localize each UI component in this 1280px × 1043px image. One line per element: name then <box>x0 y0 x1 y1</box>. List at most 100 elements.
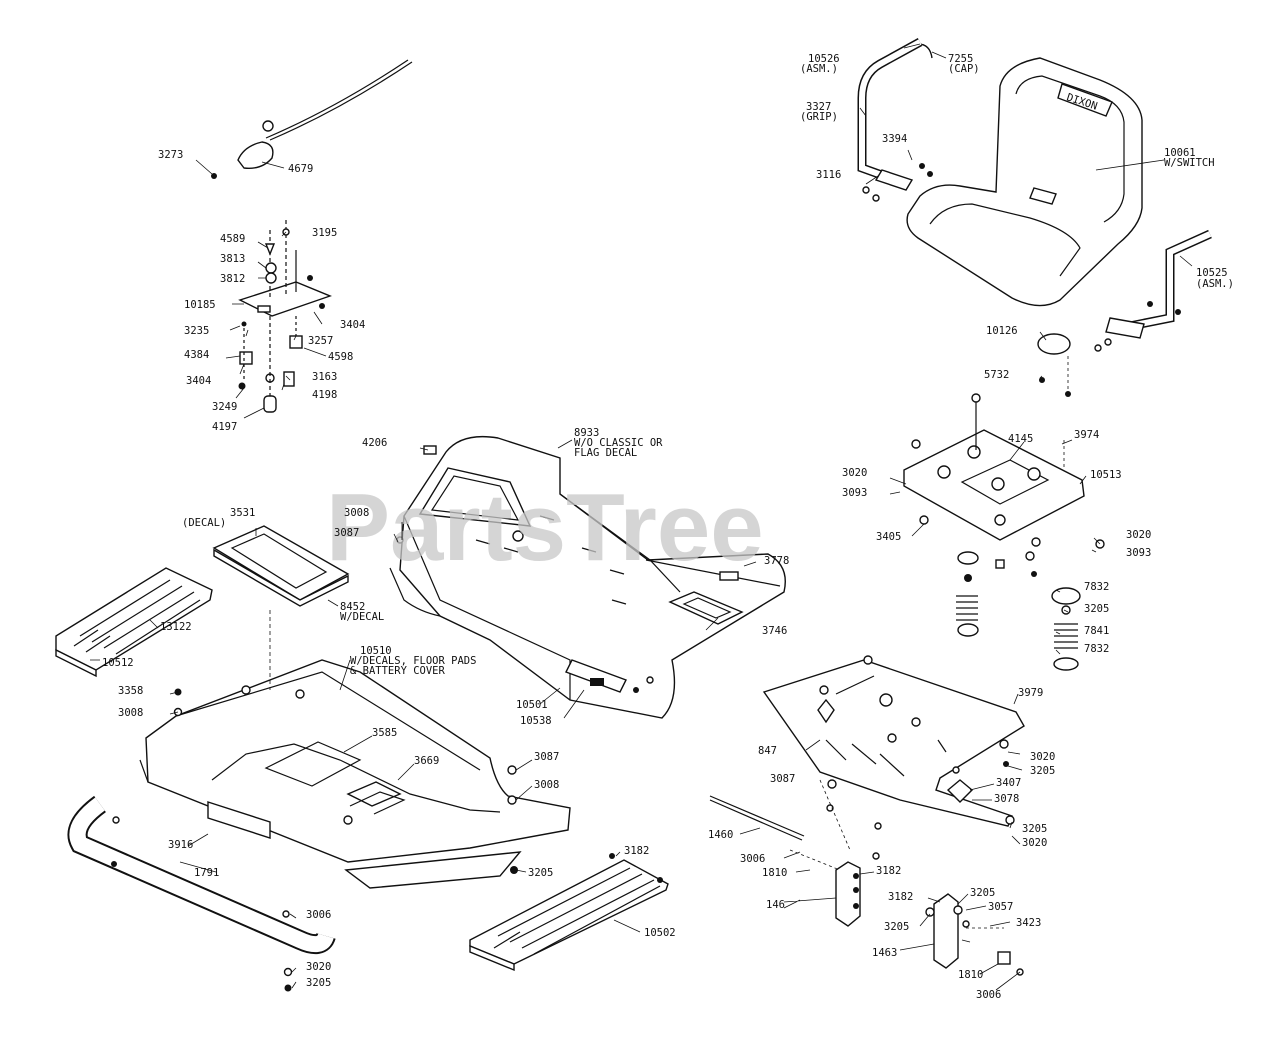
label-3057: 3057 <box>988 901 1013 913</box>
label-10061-switch: W/SWITCH <box>1164 157 1215 169</box>
label-3087-a: 3087 <box>334 527 359 539</box>
label-10510-note2: & BATTERY COVER <box>350 665 446 677</box>
watermark: PartsTree <box>326 474 764 581</box>
seat-switch <box>1037 333 1071 355</box>
part-labels: 3273 4679 4589 3195 3813 3812 10185 3235… <box>102 53 1234 1001</box>
label-3020-b: 3020 <box>1126 529 1151 541</box>
label-10525: 10525 <box>1196 267 1228 279</box>
label-1791: 1791 <box>194 867 219 879</box>
label-3205-a: 3205 <box>1084 603 1109 615</box>
label-3006-a: 3006 <box>740 853 765 865</box>
label-8933: 8933 <box>574 427 599 439</box>
label-7832-bottom: 7832 <box>1084 643 1109 655</box>
label-7832-top: 7832 <box>1084 581 1109 593</box>
label-3182-b: 3182 <box>876 865 901 877</box>
throttle-knob <box>237 141 274 169</box>
hitch-group <box>709 655 1025 976</box>
label-3916: 3916 <box>168 839 193 851</box>
label-3404-bottom: 3404 <box>186 375 211 387</box>
label-3093-b: 3093 <box>1126 547 1151 559</box>
label-3812: 3812 <box>220 273 245 285</box>
label-3182-c: 3182 <box>888 891 913 903</box>
label-3205-c: 3205 <box>1022 823 1047 835</box>
label-13122: 13122 <box>160 621 192 633</box>
label-3205-g: 3205 <box>306 977 331 989</box>
seat-badge <box>1057 83 1113 117</box>
label-10061: 10061 <box>1164 147 1196 159</box>
hitch-plate <box>762 659 1025 827</box>
label-3087-b: 3087 <box>770 773 795 785</box>
label-3813: 3813 <box>220 253 245 265</box>
hood-vent <box>668 591 744 625</box>
label-3008-b: 3008 <box>118 707 143 719</box>
label-3006-c: 3006 <box>976 989 1001 1001</box>
label-3116: 3116 <box>816 169 841 181</box>
label-10501: 10501 <box>516 699 548 711</box>
bumper-group <box>67 795 336 992</box>
label-4206: 4206 <box>362 437 387 449</box>
label-3205-d: 3205 <box>528 867 553 879</box>
label-4598: 4598 <box>328 351 353 363</box>
label-4679: 4679 <box>288 163 313 175</box>
label-3407: 3407 <box>996 777 1021 789</box>
bracket-assembly-group <box>238 220 332 413</box>
label-3020-e: 3020 <box>306 961 331 973</box>
label-3746: 3746 <box>762 625 787 637</box>
label-10510-note1: W/DECALS, FLOOR PADS <box>350 655 476 667</box>
seat-shell <box>906 57 1143 307</box>
label-8933-note2: FLAG DECAL <box>574 447 637 459</box>
battery-cover-group <box>212 525 350 607</box>
label-3205-b: 3205 <box>1030 765 1055 777</box>
label-5732: 5732 <box>984 369 1009 381</box>
label-3235: 3235 <box>184 325 209 337</box>
label-3008-a: 3008 <box>344 507 369 519</box>
label-8452: 8452 <box>340 601 365 613</box>
label-3078: 3078 <box>994 793 1019 805</box>
label-3087-c: 3087 <box>534 751 559 763</box>
spring-cup-top-left <box>957 551 979 565</box>
label-3669: 3669 <box>414 755 439 767</box>
label-3979: 3979 <box>1018 687 1043 699</box>
label-3195: 3195 <box>312 227 337 239</box>
leader-lines <box>90 43 1193 991</box>
label-3327: 3327 <box>806 101 831 113</box>
switch-block <box>239 351 253 365</box>
label-8933-note1: W/O CLASSIC OR <box>574 437 663 449</box>
label-7255: 7255 <box>948 53 973 65</box>
label-3405: 3405 <box>876 531 901 543</box>
bracket-plate <box>238 281 332 317</box>
left-foot-pad <box>55 567 213 678</box>
label-1463: 1463 <box>872 947 897 959</box>
label-3404-top: 3404 <box>340 319 365 331</box>
label-3008-c: 3008 <box>534 779 559 791</box>
label-4589: 4589 <box>220 233 245 245</box>
label-4197: 4197 <box>212 421 237 433</box>
label-10538: 10538 <box>520 715 552 727</box>
label-10512: 10512 <box>102 657 134 669</box>
label-3182-a: 3182 <box>624 845 649 857</box>
label-10526: 10526 <box>808 53 840 65</box>
hood-emblem <box>565 659 627 693</box>
spring-cup-top-right <box>1051 587 1081 605</box>
label-3974: 3974 <box>1074 429 1099 441</box>
label-4198: 4198 <box>312 389 337 401</box>
label-3531-decal: (DECAL) <box>182 517 226 529</box>
label-3358: 3358 <box>118 685 143 697</box>
label-7841: 7841 <box>1084 625 1109 637</box>
label-4384: 4384 <box>184 349 209 361</box>
label-3778: 3778 <box>764 555 789 567</box>
label-3093-a: 3093 <box>842 487 867 499</box>
label-10502: 10502 <box>644 927 676 939</box>
label-3249: 3249 <box>212 401 237 413</box>
label-1810-b: 1810 <box>958 969 983 981</box>
label-3163: 3163 <box>312 371 337 383</box>
label-3205-e: 3205 <box>970 887 995 899</box>
hood-group <box>389 435 786 719</box>
linkage-bracket <box>835 861 861 927</box>
frame-badge <box>207 801 271 839</box>
spring-left <box>956 595 978 621</box>
label-3423: 3423 <box>1016 917 1041 929</box>
label-3585: 3585 <box>372 727 397 739</box>
label-3257: 3257 <box>308 335 333 347</box>
